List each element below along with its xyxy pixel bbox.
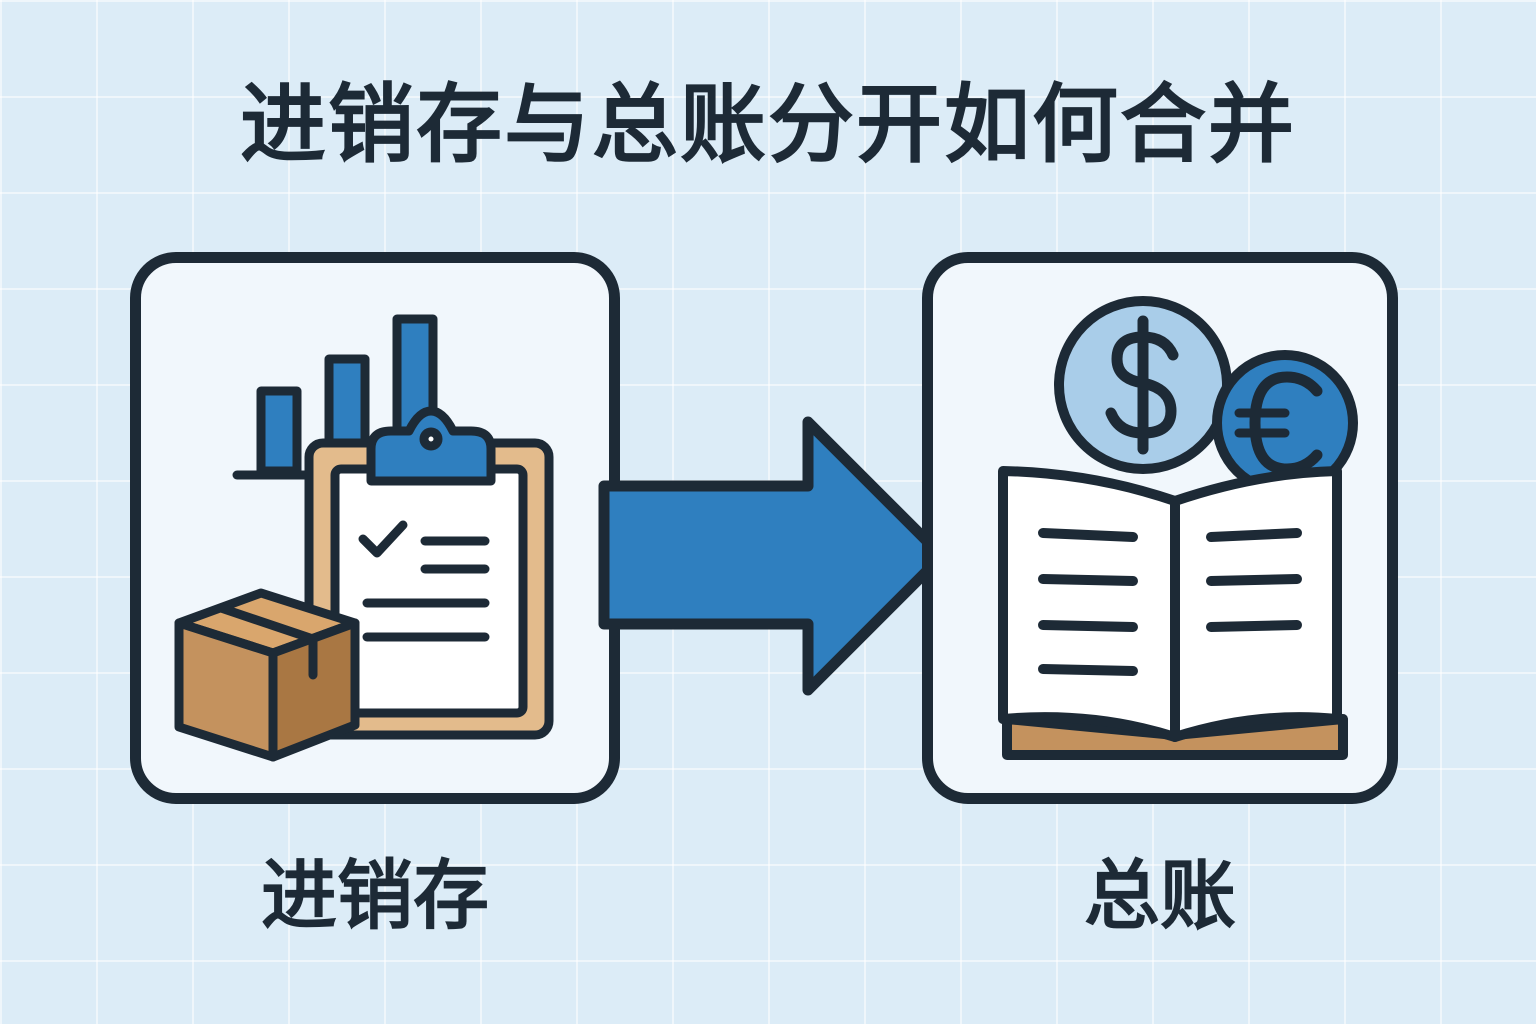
dollar-coin-icon [1054, 296, 1232, 474]
euro-coin-icon [1212, 350, 1358, 496]
right-arrow-icon [598, 416, 948, 696]
ledger-illustration [998, 296, 1358, 760]
open-ledger-book-icon [998, 466, 1348, 760]
inventory-panel [130, 252, 620, 804]
page-title: 进销存与总账分开如何合并 [240, 75, 1296, 175]
inventory-label: 进销存 [261, 851, 489, 940]
ledger-label: 总账 [1084, 851, 1236, 940]
inventory-illustration [174, 314, 554, 762]
clipboard-checklist-icon [304, 406, 554, 740]
cardboard-box-icon [174, 588, 360, 762]
ledger-panel [922, 252, 1398, 804]
